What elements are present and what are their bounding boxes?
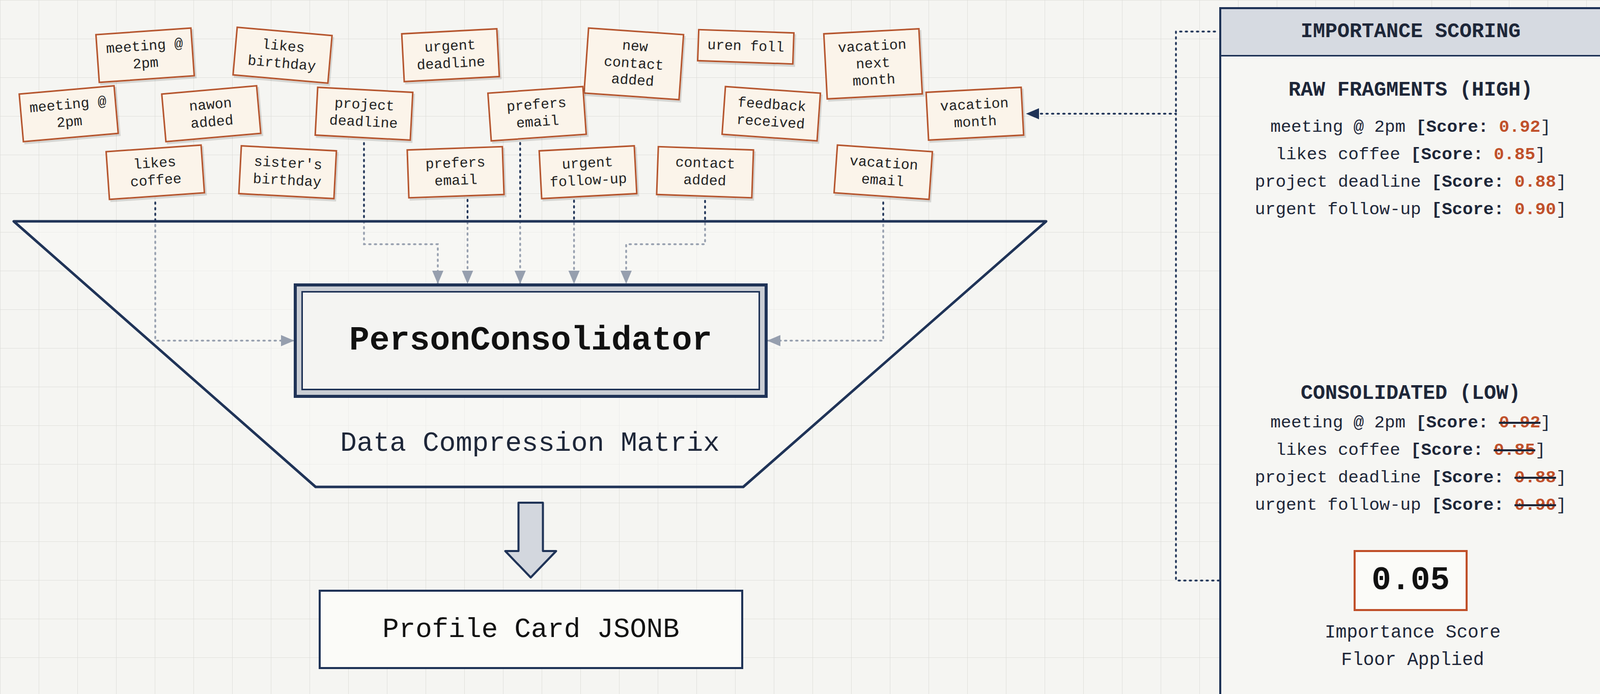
score-key: [Score: <box>1415 117 1489 137</box>
note-text: vacation email <box>841 152 925 193</box>
sticky-note: nawon added <box>160 85 262 143</box>
fragment-name: likes coffee <box>1275 440 1401 461</box>
score-value: 0.88 <box>1514 468 1557 488</box>
score-value: 0.90 <box>1514 495 1557 516</box>
note-text: contact added <box>663 153 747 191</box>
fragment-name: urgent follow-up <box>1254 200 1421 220</box>
score-key: [Score: <box>1431 468 1505 488</box>
funnel-region: Data Compression Matrix PersonConsolidato… <box>12 219 1048 489</box>
dotted-leader <box>1175 31 1219 112</box>
score-row: urgent follow-up [Score: 0.90] <box>1254 491 1567 520</box>
scoring-panel: IMPORTANCE SCORING RAW FRAGMENTS (HIGH) CO… <box>1219 7 1600 694</box>
score-row: meeting @ 2pm [Score: 0.92] <box>1270 113 1552 142</box>
bracket: ] <box>1535 440 1546 461</box>
score-row: project deadline [Score: 0.88] <box>1254 464 1567 492</box>
score-box: 0.05Importance Score Floor Applied <box>1353 550 1468 612</box>
bracket: ] <box>1556 200 1567 220</box>
note-text: sister's birthday <box>245 153 329 192</box>
sticky-note: sister's birthday <box>238 145 338 200</box>
note-text: prefers email <box>414 153 497 191</box>
node-label: 0.05 <box>1371 562 1450 600</box>
sticky-note: new contact added <box>583 27 685 101</box>
node-heading: RAW FRAGMENTS (HIGH) <box>1288 78 1533 103</box>
fragment-name: project deadline <box>1254 468 1421 488</box>
score-value: 0.92 <box>1498 413 1541 433</box>
score-row: likes coffee [Score: 0.85] <box>1275 436 1546 465</box>
node-label: IMPORTANCE SCORING <box>1221 9 1600 57</box>
node-label: Profile Card JSONB <box>382 614 680 646</box>
sticky-note: uren foll <box>696 29 795 65</box>
bracket: ] <box>1556 172 1567 192</box>
sticky-note: meeting @ 2pm <box>18 85 120 143</box>
sticky-note: likes birthday <box>232 26 333 84</box>
fragment-name: urgent follow-up <box>1254 495 1421 516</box>
block-arrow <box>505 502 557 578</box>
score-row: project deadline [Score: 0.88] <box>1254 168 1567 196</box>
sticky-note: contact added <box>655 146 754 200</box>
note-text: vacation next month <box>830 36 915 92</box>
fragment-name: meeting @ 2pm <box>1270 117 1406 137</box>
sticky-note: urgent deadline <box>401 27 501 83</box>
node-heading: CONSOLIDATED (LOW) <box>1300 381 1521 407</box>
output-box: Profile Card JSONB <box>318 590 744 670</box>
note-text: likes birthday <box>240 34 325 76</box>
sticky-note: urgent follow-up <box>538 145 638 200</box>
note-text: meeting @ 2pm <box>103 35 187 76</box>
bracket: ] <box>1540 413 1551 433</box>
node-label: Data Compression Matrix <box>12 427 1048 461</box>
process-box: PersonConsolidator <box>293 283 768 399</box>
bracket: ] <box>1535 145 1546 165</box>
fragment-name: meeting @ 2pm <box>1270 413 1406 433</box>
sticky-note: vacation month <box>925 86 1025 142</box>
score-value: 0.85 <box>1493 440 1536 461</box>
score-key: [Score: <box>1415 413 1489 433</box>
score-key: [Score: <box>1410 145 1484 165</box>
score-value: 0.92 <box>1498 117 1541 137</box>
score-key: [Score: <box>1431 172 1505 192</box>
sticky-note: vacation email <box>833 144 934 201</box>
bracket: ] <box>1556 468 1567 488</box>
note-text: urgent deadline <box>408 36 492 75</box>
score-row: urgent follow-up [Score: 0.90] <box>1254 195 1567 224</box>
fragment-name: project deadline <box>1254 172 1421 192</box>
score-row: meeting @ 2pm [Score: 0.92] <box>1270 409 1552 437</box>
sticky-note: likes coffee <box>105 144 206 201</box>
note-text: project deadline <box>322 94 406 133</box>
sticky-note: vacation next month <box>823 27 924 100</box>
score-key: [Score: <box>1410 440 1484 461</box>
bracket: ] <box>1556 495 1567 516</box>
node-label: PersonConsolidator <box>349 321 713 360</box>
node-heading: Importance Score Floor Applied <box>1310 619 1515 675</box>
sticky-note: feedback received <box>721 85 822 142</box>
note-text: meeting @ 2pm <box>26 93 111 135</box>
sticky-note: prefers email <box>487 85 587 142</box>
score-key: [Score: <box>1431 495 1505 516</box>
note-text: prefers email <box>495 94 579 134</box>
fragment-name: likes coffee <box>1275 145 1401 165</box>
note-text: likes coffee <box>113 152 198 193</box>
note-text: feedback received <box>729 94 813 134</box>
note-text: vacation month <box>933 94 1017 133</box>
score-value: 0.88 <box>1514 172 1557 192</box>
note-text: uren foll <box>704 36 787 57</box>
sticky-note: meeting @ 2pm <box>95 26 195 83</box>
note-text: urgent follow-up <box>546 153 630 192</box>
sticky-note: project deadline <box>314 86 414 142</box>
bracket: ] <box>1540 117 1551 137</box>
note-text: new contact added <box>591 35 677 93</box>
score-value: 0.90 <box>1514 200 1557 220</box>
sticky-note: prefers email <box>406 146 505 200</box>
score-row: likes coffee [Score: 0.85] <box>1275 141 1546 169</box>
note-text: nawon added <box>169 93 254 135</box>
score-key: [Score: <box>1431 200 1505 220</box>
score-value: 0.85 <box>1493 145 1536 165</box>
